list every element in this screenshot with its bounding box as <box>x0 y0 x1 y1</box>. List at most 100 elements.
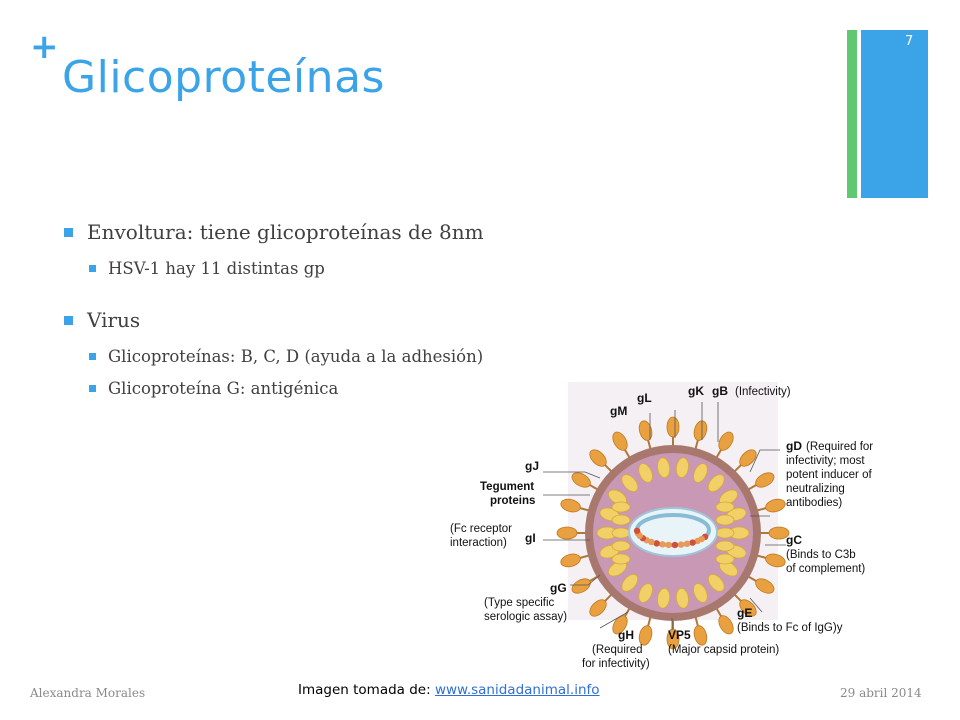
plus-mark: + <box>30 27 59 67</box>
capsomer <box>638 463 653 483</box>
label-gC-note: (Binds to C3b <box>786 549 856 561</box>
label-leader-lines <box>543 402 786 630</box>
capsomer <box>707 573 725 592</box>
capsomer <box>611 514 631 526</box>
label-gG-note: serologic assay) <box>484 611 567 623</box>
capsomer <box>611 553 631 565</box>
label-gB-note: (Infectivity) <box>735 386 791 398</box>
capsomer <box>657 457 671 479</box>
label-gD-note: infectivity; most <box>786 455 865 467</box>
bullet-square-icon <box>89 352 96 360</box>
capsomer <box>657 587 671 609</box>
label-gD-note: antibodies) <box>786 497 842 509</box>
capsomer <box>611 540 631 552</box>
label-gH-note: for infectivity) <box>582 658 650 670</box>
glycoprotein-spike <box>589 449 613 473</box>
image-credit: Imagen tomada de: www.sanidadanimal.info <box>298 682 600 698</box>
glycoprotein-spike <box>715 606 734 635</box>
glycoprotein-spikes <box>556 416 790 650</box>
capsomer <box>675 457 689 479</box>
bullet-item: Envoltura: tiene glicoproteínas de 8nm <box>64 218 684 246</box>
bullet-square-icon <box>64 315 73 325</box>
dna-bead <box>653 540 660 547</box>
capsomer <box>715 514 735 526</box>
sub-bullet-item: HSV-1 hay 11 distintas gp <box>89 256 684 280</box>
glycoprotein-spike <box>693 615 708 646</box>
sub-bullet-item: Glicoproteínas: B, C, D (ayuda a la adhe… <box>89 344 684 368</box>
dna-bead <box>689 539 696 546</box>
capsomer <box>693 583 708 603</box>
bullet-list: Envoltura: tiene glicoproteínas de 8nm H… <box>64 218 684 408</box>
dna-bead <box>683 540 691 548</box>
slide-title: Glicoproteínas <box>62 52 385 103</box>
label-tegument: proteins <box>490 495 535 507</box>
label-gG: gG <box>550 581 567 595</box>
label-gK: gK <box>688 384 704 398</box>
capsomer <box>611 501 631 513</box>
label-gD-note: potent inducer of <box>786 469 872 481</box>
sub-bullet-text: HSV-1 hay 11 distintas gp <box>108 258 325 278</box>
capsomer <box>715 527 735 539</box>
label-gE-note: (Binds to Fc of IgG)y <box>737 622 843 634</box>
sub-bullet-item: Glicoproteína G: antigénica <box>89 376 684 400</box>
label-gB: gB <box>712 384 728 398</box>
bullet-item: Virus <box>64 306 684 334</box>
dna-bead <box>665 541 672 549</box>
glycoprotein-spike <box>571 575 600 594</box>
label-VP5: VP5 <box>668 628 691 642</box>
glycoprotein-spike <box>733 449 757 473</box>
label-gD-note: neutralizing <box>786 483 845 495</box>
footer-author: Alexandra Morales <box>30 686 146 700</box>
accent-bar-blue <box>861 30 928 198</box>
glycoprotein-spike <box>759 526 790 540</box>
capsid-beads <box>596 457 750 609</box>
credit-link[interactable]: www.sanidadanimal.info <box>434 682 600 698</box>
glycoprotein-spike <box>755 498 786 513</box>
herpesvirus-diagram: gM gL gK gB (Infectivity) gD (Required f… <box>450 382 873 670</box>
credit-prefix: Imagen tomada de: <box>298 682 435 698</box>
label-gE: gE <box>737 606 752 620</box>
bullet-text: Envoltura: tiene glicoproteínas de 8nm <box>87 220 484 244</box>
glycoprotein-spike <box>666 416 680 447</box>
label-gD-note: (Required for <box>806 441 873 453</box>
glycoprotein-spike <box>755 553 786 568</box>
glycoprotein-spike <box>733 593 757 617</box>
bullet-square-icon <box>89 264 96 272</box>
dna-beads <box>633 527 709 549</box>
bullet-square-icon <box>89 384 96 392</box>
label-gI-note: interaction) <box>450 537 507 549</box>
label-gD: gD <box>786 439 802 453</box>
dna-bead <box>671 541 679 549</box>
label-gC: gC <box>786 533 802 547</box>
bullet-text: Virus <box>87 308 141 332</box>
dna-bead <box>659 541 666 548</box>
label-gH: gH <box>618 628 634 642</box>
capsomer <box>693 463 708 483</box>
glycoprotein-spike <box>638 615 653 646</box>
label-tegument: Tegument <box>480 481 534 493</box>
capsomer <box>621 474 639 493</box>
sub-bullet-text: Glicoproteínas: B, C, D (ayuda a la adhe… <box>108 346 484 366</box>
capsomer <box>707 474 725 493</box>
label-gI-note: (Fc receptor <box>450 523 512 535</box>
capsomer <box>621 573 639 592</box>
accent-bar-green <box>847 30 857 198</box>
bullet-square-icon <box>64 227 73 237</box>
capsomer <box>715 540 735 552</box>
glycoprotein-spike <box>589 593 613 617</box>
capsomer <box>675 587 689 609</box>
label-gL: gL <box>637 391 652 405</box>
label-gM: gM <box>610 404 627 418</box>
capsomer <box>611 527 631 539</box>
glycoprotein-spike <box>746 575 775 594</box>
label-gC-note: of complement) <box>786 563 865 575</box>
dna-bead <box>694 537 701 545</box>
slide-number: 7 <box>905 34 914 49</box>
footer-date: 29 abril 2014 <box>840 686 922 700</box>
label-VP5-note: (Major capsid protein) <box>668 644 779 656</box>
dna-bead <box>633 527 641 534</box>
label-gH-note: (Required <box>592 644 643 656</box>
label-gJ: gJ <box>525 459 539 473</box>
label-gI: gI <box>525 531 536 545</box>
sub-bullet-text: Glicoproteína G: antigénica <box>108 378 339 398</box>
